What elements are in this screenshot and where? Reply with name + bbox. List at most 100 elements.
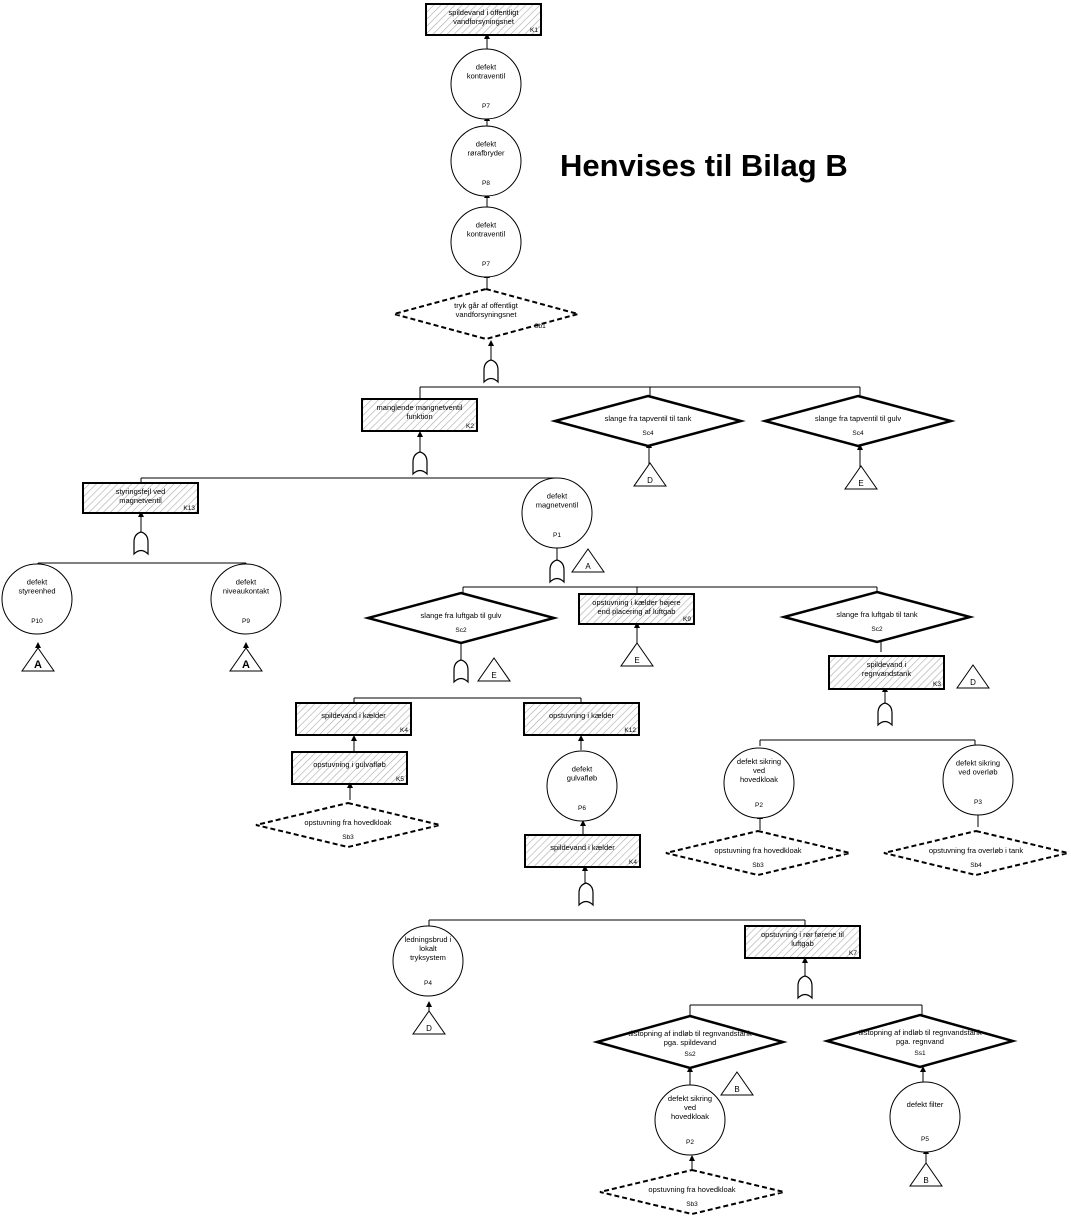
node-label: opstuvning fra hovedkloak (304, 818, 391, 827)
basic-event-p7a (450, 48, 522, 120)
transfer-triangle (909, 1162, 943, 1187)
node-label: slange fra luftgab til tank (836, 610, 918, 619)
event-k4b (524, 834, 641, 868)
node-code: P2 (755, 802, 763, 809)
node-code: K4 (629, 859, 637, 866)
event-box (295, 702, 412, 736)
node-code: Ss2 (684, 1051, 696, 1058)
transfer-label: E (491, 671, 496, 680)
diamond-sc4b (760, 394, 956, 448)
node-label: spildevand i offentligt (449, 8, 520, 17)
node-label: defekt (476, 139, 497, 148)
node-code: Sb3 (752, 862, 764, 869)
node-code: Sb1 (534, 323, 546, 330)
diamond-sb3a (255, 801, 441, 849)
transfer-label: A (34, 659, 42, 671)
node-label: vandforsyningsnet (453, 17, 515, 26)
or-gate-sc2-k9-sc2 (549, 559, 565, 584)
basic-event-p1 (521, 477, 593, 549)
transfer-triangle (844, 465, 878, 490)
basic-event-p3 (942, 744, 1014, 816)
basic-event-p2a (723, 747, 795, 819)
node-code: K12 (624, 727, 636, 734)
node-code: Sc2 (455, 627, 467, 634)
node-label: styringsfejl ved (116, 487, 166, 496)
node-label: defekt (547, 491, 568, 500)
transfer-triangle (720, 1071, 754, 1096)
basic-event-p9 (210, 563, 282, 635)
event-box (578, 593, 695, 625)
node-label: pga. regnvand (896, 1037, 944, 1046)
node-label: defekt (27, 577, 48, 586)
transfer-triangle (633, 462, 667, 487)
diamond-sb1 (390, 287, 582, 341)
node-label: ved (753, 766, 765, 775)
diamond-sc2a (363, 591, 559, 645)
event-box (524, 834, 641, 868)
transfer-triangle (229, 647, 263, 672)
node-code: P8 (482, 180, 490, 187)
transfer-triangle (620, 642, 654, 667)
event-k1 (425, 3, 542, 36)
node-label: defekt sikring (956, 758, 1000, 767)
node-label: slange fra tapventil til gulv (815, 414, 902, 423)
node-label: ved (684, 1103, 696, 1112)
node-label: opstuvning i kælder (549, 711, 615, 720)
transfer-label: B (734, 1085, 739, 1094)
node-label: spildevand i kælder (550, 843, 615, 852)
diamond-sb3c (599, 1168, 785, 1216)
node-label: defekt (236, 577, 257, 586)
node-label: opstuvning fra hovedkloak (648, 1185, 735, 1194)
transfer-triangle (412, 1010, 446, 1035)
node-label: spildevand i (867, 660, 907, 669)
node-code: P7 (482, 261, 490, 268)
node-label: defekt (572, 764, 593, 773)
basic-event-p6 (546, 750, 618, 822)
transfer-triangle (956, 664, 990, 689)
node-code: P4 (424, 980, 432, 987)
node-label: spildevand i kælder (321, 711, 386, 720)
event-k3 (828, 655, 945, 690)
node-code: K4 (400, 727, 408, 734)
node-label: hovedkloak (740, 775, 778, 784)
node-label: end placering af luftgab (598, 607, 676, 616)
transfer-label: D (970, 678, 976, 687)
node-label: ved overløb (958, 767, 997, 776)
transfer-label: B (923, 1176, 928, 1185)
or-gate-p2-p3 (877, 702, 893, 727)
transfer-label: A (242, 659, 250, 671)
basic-event-p2b (654, 1084, 726, 1156)
diamond-sc2b (779, 590, 975, 644)
node-code: K2 (466, 423, 474, 430)
node-code: P3 (974, 799, 982, 806)
node-code: K9 (683, 616, 691, 623)
node-code: Sb3 (686, 1201, 698, 1208)
transfer-label: E (858, 479, 863, 488)
node-label: defekt (476, 220, 497, 229)
node-code: P10 (31, 618, 43, 625)
node-label: regnvandstank (862, 669, 911, 678)
node-code: Sc4 (852, 430, 864, 437)
node-code: Sb4 (970, 862, 982, 869)
node-code: Ss1 (914, 1050, 926, 1057)
event-box (361, 398, 478, 432)
node-label: slange fra tapventil til tank (605, 414, 692, 423)
transfer-label: D (647, 476, 653, 485)
event-box (291, 751, 408, 785)
event-box (425, 3, 542, 36)
diamond-sb3b (665, 829, 851, 877)
transfer-triangle (21, 647, 55, 672)
node-code: K7 (849, 950, 857, 957)
node-label: opstuvning fra overløb i tank (929, 846, 1023, 855)
node-label: lokalt (419, 944, 437, 953)
basic-event-p4 (392, 925, 464, 997)
node-label: ledningsbrud i (405, 935, 452, 944)
transfer-triangle (571, 548, 605, 573)
node-label: luftgab (791, 939, 814, 948)
diagram-title: Henvises til Bilag B (560, 148, 848, 183)
node-code: K13 (183, 505, 195, 512)
node-label: funktion (406, 412, 432, 421)
event-k7 (744, 925, 861, 959)
node-code: K1 (530, 27, 538, 34)
node-label: defekt filter (907, 1100, 944, 1109)
